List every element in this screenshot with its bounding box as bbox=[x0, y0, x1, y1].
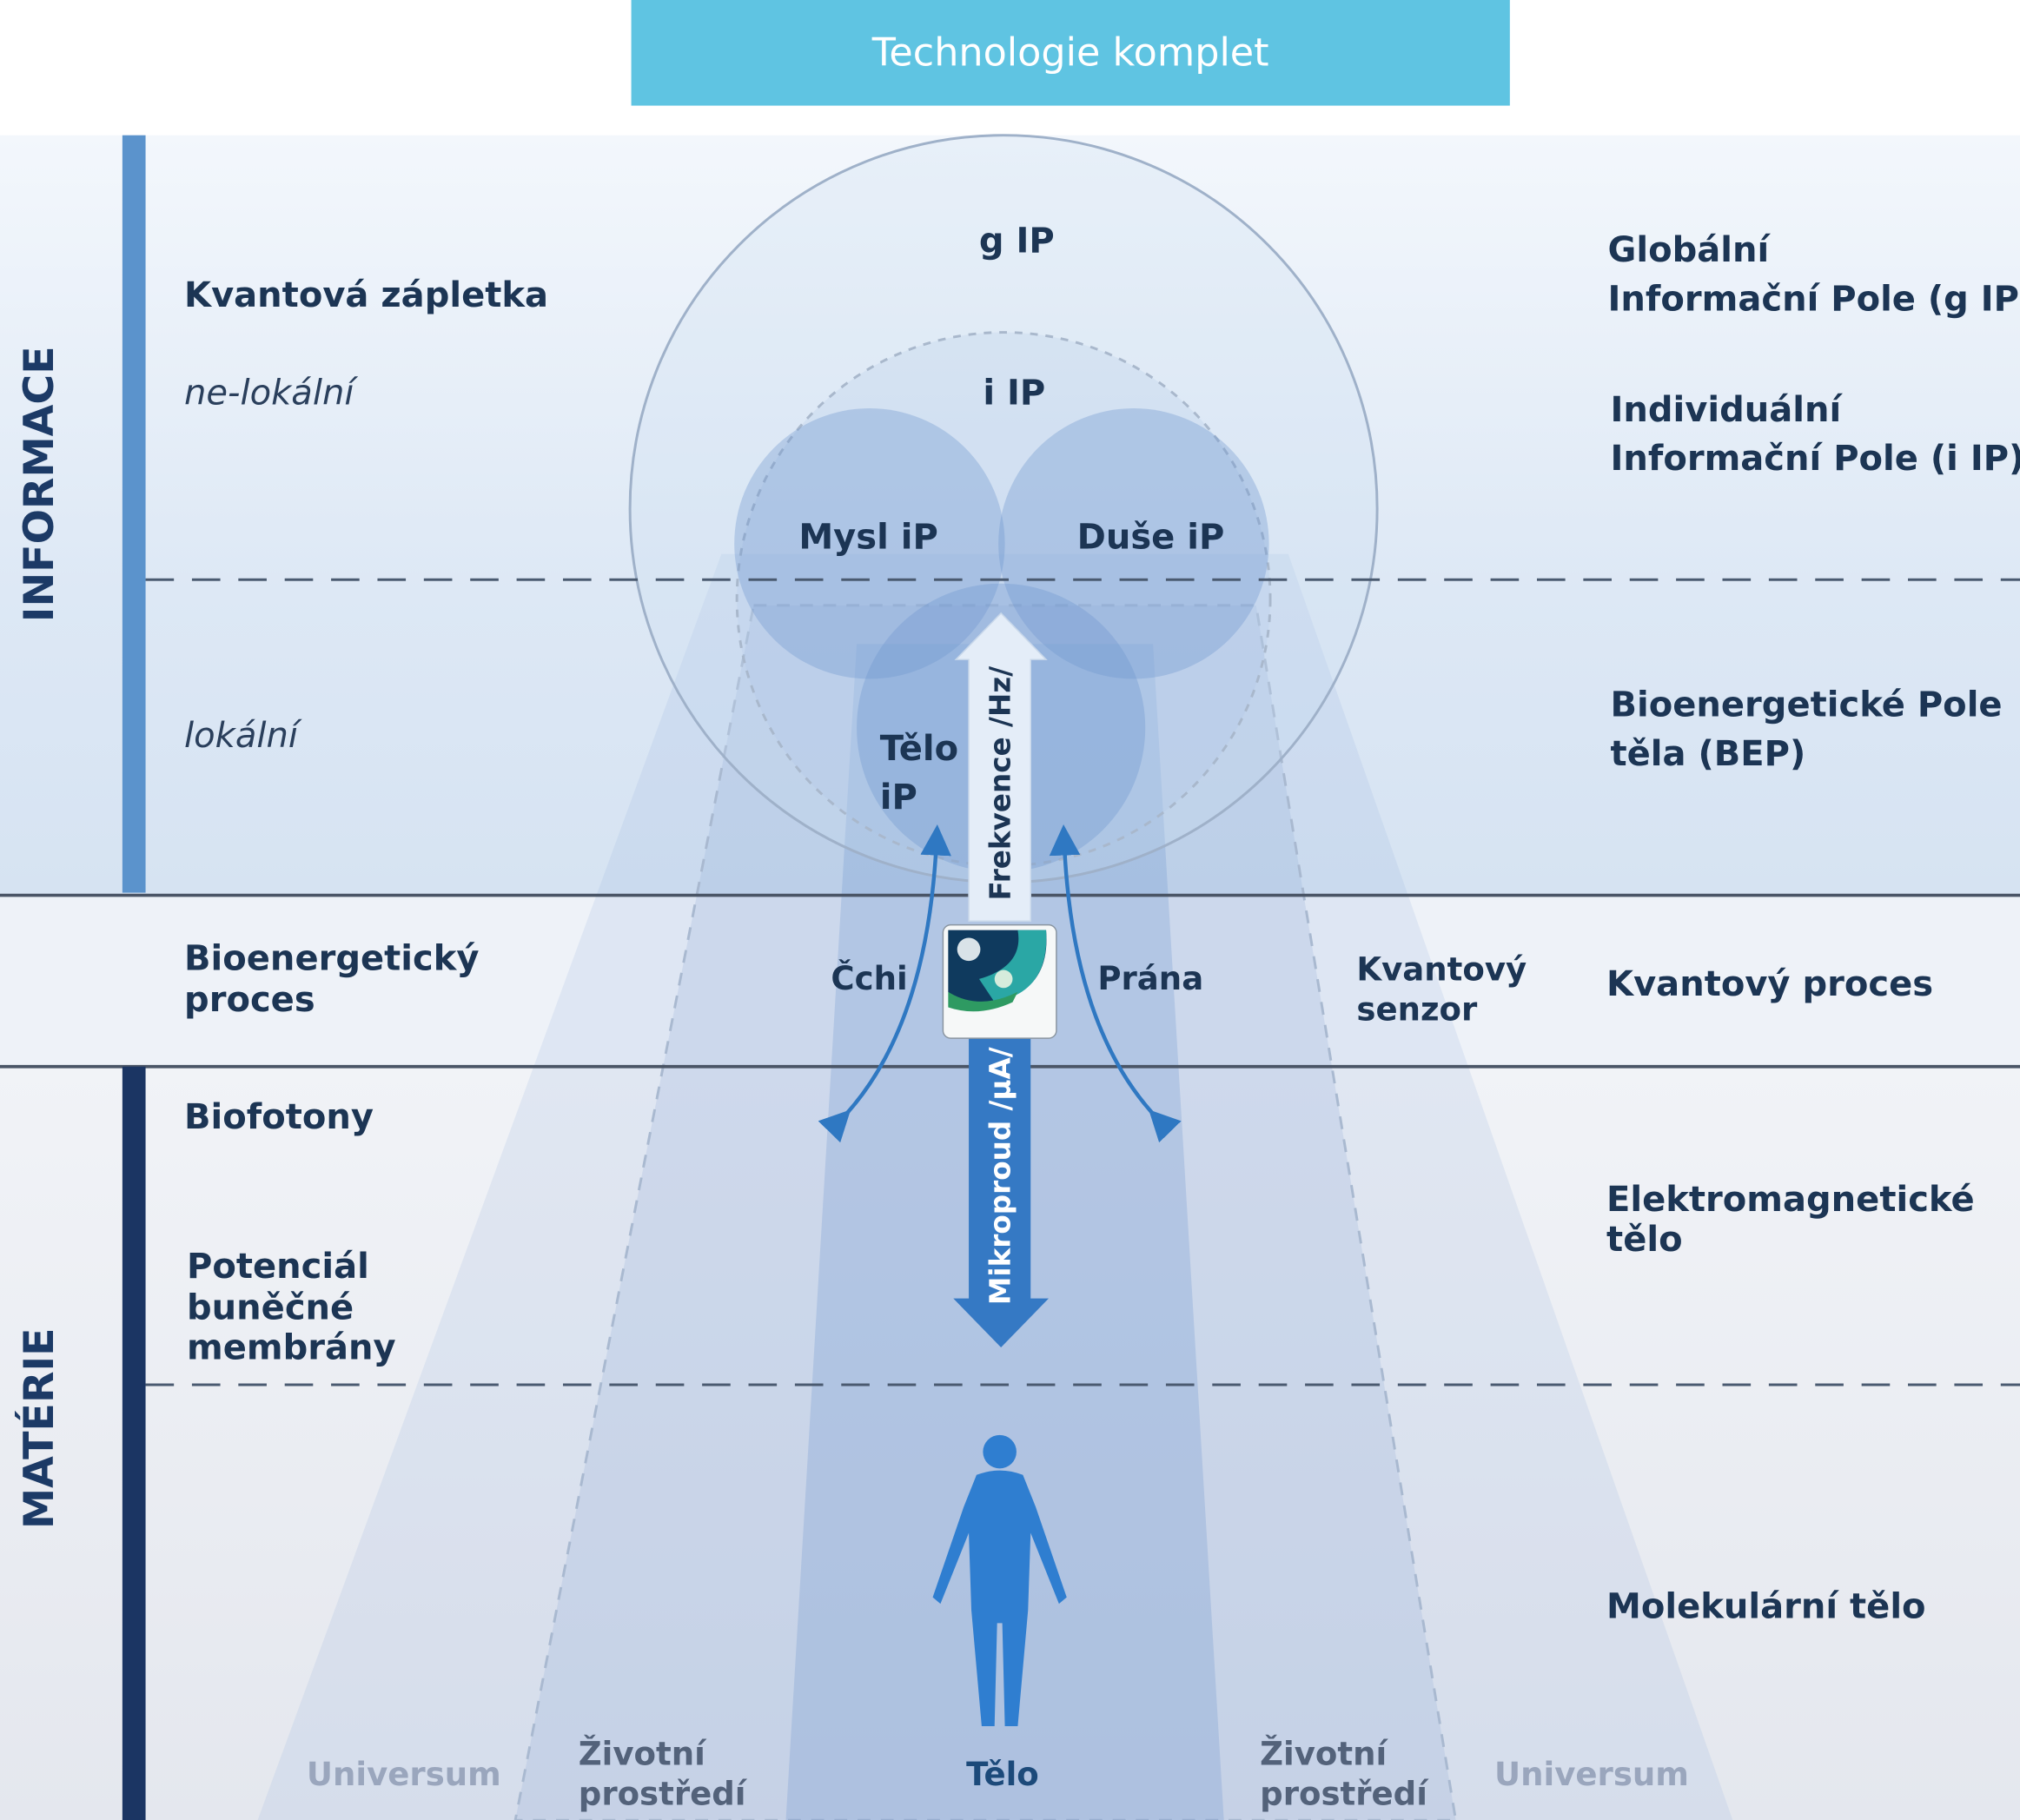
prana-arrow bbox=[1049, 824, 1182, 1143]
chi-arrow bbox=[818, 824, 951, 1143]
mind-circle bbox=[734, 408, 1005, 679]
environment-left-line1: Životní bbox=[578, 1735, 705, 1773]
bioenergetic-process-line2: proces bbox=[184, 980, 315, 1021]
mind-ip-label: Mysl iP bbox=[798, 518, 938, 559]
chi-label: Čchi bbox=[831, 959, 908, 997]
bep-line1: Bioenergetické Pole bbox=[1610, 685, 2003, 725]
universe-right-label: Universum bbox=[1494, 1756, 1689, 1794]
information-label: INFORMACE bbox=[14, 346, 63, 623]
em-body-line2: tělo bbox=[1606, 1220, 1683, 1261]
sensor-line2: senzor bbox=[1356, 990, 1478, 1029]
membrane-potential-line2: buněčné bbox=[187, 1287, 354, 1328]
human-body-icon bbox=[932, 1434, 1067, 1726]
environment-right-line2: prostředí bbox=[1260, 1775, 1427, 1813]
quantum-sensor-device bbox=[942, 923, 1057, 1039]
individual-field-line1: Individuální bbox=[1610, 390, 1842, 431]
environment-left-line2: prostředí bbox=[578, 1775, 746, 1813]
membrane-potential-line1: Potenciál bbox=[187, 1247, 369, 1287]
body-ip-line2: iP bbox=[879, 778, 917, 818]
frequency-arrow bbox=[954, 612, 1048, 922]
bep-line2: těla (BEP) bbox=[1610, 734, 1806, 775]
molecular-body-label: Molekulární tělo bbox=[1606, 1586, 1926, 1627]
sensor-line1: Kvantový bbox=[1356, 950, 1527, 989]
biophotons-label: Biofotony bbox=[184, 1097, 374, 1138]
frequency-label: Frekvence /Hz/ bbox=[985, 665, 1018, 901]
soul-ip-label: Duše iP bbox=[1076, 518, 1225, 559]
nonlocal-label: ne-lokální bbox=[184, 374, 354, 414]
global-field-line1: Globální bbox=[1607, 230, 1770, 271]
environment-right-line1: Životní bbox=[1260, 1735, 1388, 1773]
em-body-line1: Elektromagnetické bbox=[1606, 1180, 1975, 1221]
header-title: Technologie komplet bbox=[631, 0, 1510, 106]
individual-field-line2: Informační Pole (i IP) bbox=[1610, 439, 2020, 480]
global-field-line2: Informační Pole (g IP) bbox=[1607, 279, 2020, 320]
body-ip-line1: Tělo bbox=[879, 729, 959, 770]
microcurrent-arrow bbox=[953, 1017, 1049, 1348]
body-label: Tělo bbox=[966, 1756, 1039, 1794]
quantum-entanglement-label: Kvantová zápletka bbox=[184, 275, 549, 316]
matter-label: MATÉRIE bbox=[14, 1327, 63, 1530]
quantum-process-label: Kvantový proces bbox=[1606, 964, 1934, 1005]
membrane-potential-line3: membrány bbox=[187, 1327, 396, 1368]
matter-bar bbox=[122, 1066, 146, 1820]
information-bar bbox=[122, 135, 146, 893]
g-ip-label: g IP bbox=[978, 222, 1055, 262]
local-label: lokální bbox=[184, 716, 299, 757]
soul-circle bbox=[998, 408, 1269, 679]
bioenergetic-process-line1: Bioenergetický bbox=[184, 938, 480, 979]
universe-left-label: Universum bbox=[306, 1756, 501, 1794]
i-ip-label: i IP bbox=[983, 374, 1046, 414]
prana-label: Prána bbox=[1097, 959, 1204, 997]
microcurrent-label: Mikroproud /µA/ bbox=[985, 1047, 1018, 1306]
